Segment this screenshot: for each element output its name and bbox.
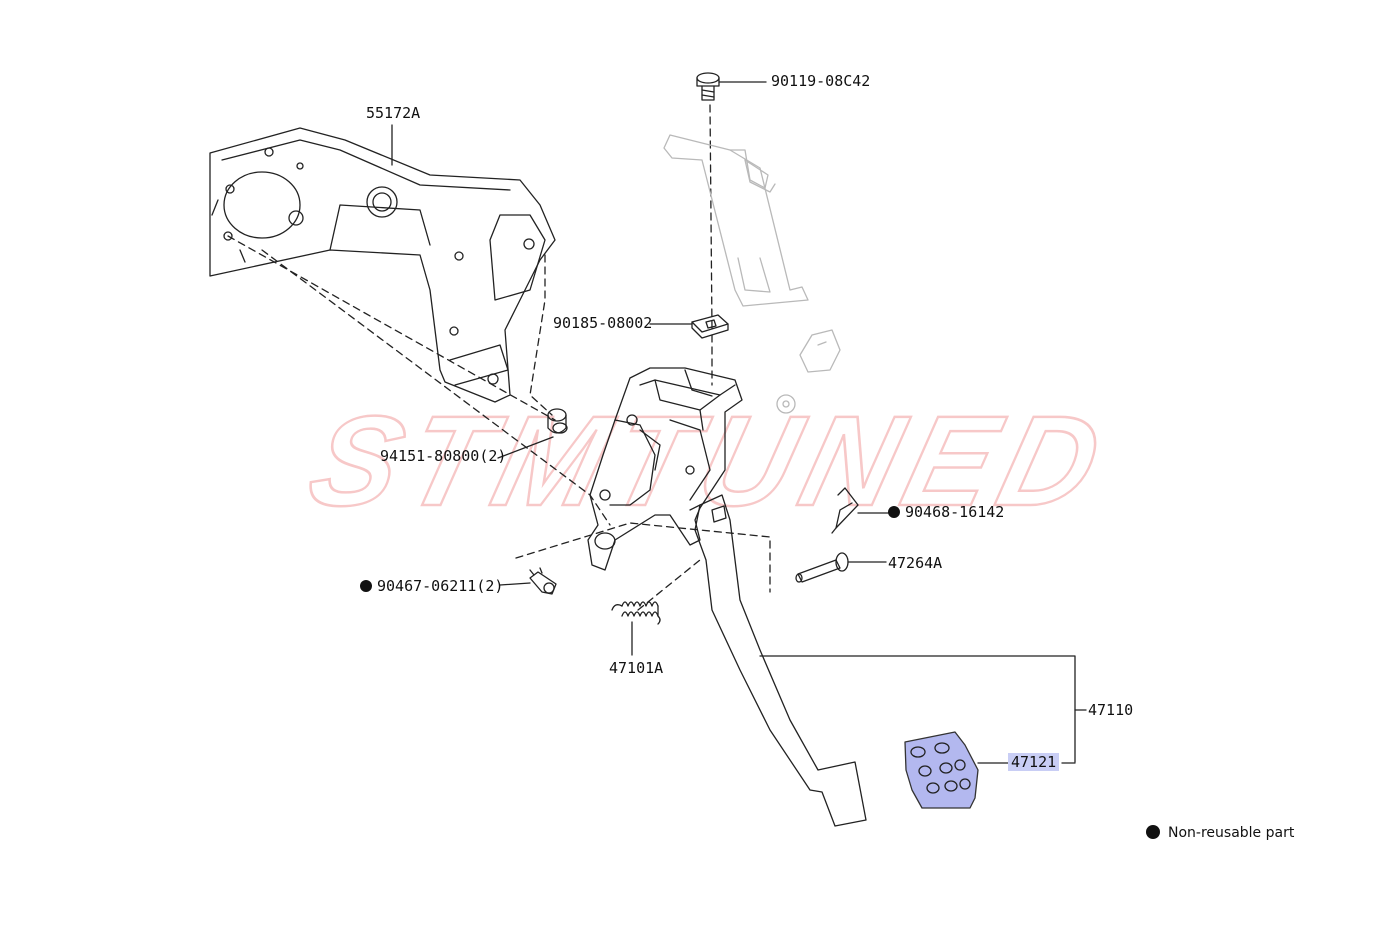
pedal-support-bracket [587, 367, 743, 571]
non-reusable-dot-icon [360, 580, 372, 592]
pedal-pad-47121 [904, 731, 1076, 809]
label-47264A: 47264A [888, 554, 943, 572]
label-55172A: 55172A [366, 104, 421, 122]
bolt-90119-08C42 [696, 72, 767, 101]
watermark-text: STMTUNED [297, 389, 1124, 533]
non-reusable-dot-icon [888, 506, 900, 518]
nut-90185-08002 [649, 314, 729, 339]
ghost-bracket [663, 134, 841, 414]
label-47110: 47110 [1088, 701, 1134, 719]
bracket-55172A [209, 127, 556, 403]
label-90468-16142: 90468-16142 [888, 503, 1004, 521]
clip-90468-16142 [831, 487, 889, 534]
label-47121: 47121 [1008, 753, 1060, 771]
collar-94151-80800 [497, 408, 568, 459]
label-47101A: 47101A [609, 659, 664, 677]
label-90467-06211: 90467-06211(2) [360, 577, 503, 595]
non-reusable-dot-icon [1146, 825, 1160, 839]
label-90468-16142-text: 90468-16142 [905, 503, 1005, 521]
label-90119-08C42: 90119-08C42 [771, 72, 871, 90]
legend-text: Non-reusable part [1168, 825, 1295, 841]
label-90185-08002: 90185-08002 [553, 314, 653, 332]
dashed-guides [227, 104, 771, 611]
pedal-arm-47110 [689, 494, 1087, 827]
clip-90467-06211 [499, 567, 557, 595]
legend: Non-reusable part [1146, 825, 1294, 841]
label-94151-80800: 94151-80800(2) [380, 447, 507, 465]
spring-47101A [611, 601, 661, 656]
pin-47264A [795, 552, 887, 583]
label-90467-06211-text: 90467-06211(2) [377, 577, 504, 595]
